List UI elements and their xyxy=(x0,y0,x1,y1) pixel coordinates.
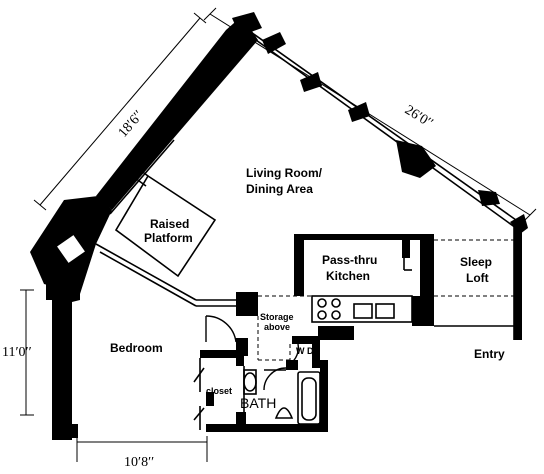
stove-burners xyxy=(317,298,341,320)
bedroom-height-dimension: 11′0′′ xyxy=(2,345,32,360)
door-swings xyxy=(205,315,300,391)
bath-fixtures xyxy=(243,369,321,425)
raised-platform-label-1: Raised xyxy=(150,217,189,231)
left-wall-dimension: 18′6′′ xyxy=(116,108,147,141)
bedroom-width-dimension: 10′8′′ xyxy=(124,455,154,470)
living-room-label-1: Living Room/ xyxy=(246,166,323,180)
dimension-lines xyxy=(20,7,537,462)
closet-label: closet xyxy=(206,386,232,396)
kitchen-label-2: Kitchen xyxy=(326,269,370,283)
sleep-loft-label-1: Sleep xyxy=(460,255,492,269)
sleep-loft-label-2: Loft xyxy=(466,271,489,285)
window-wall-dimension: 26′0′′ xyxy=(402,103,436,132)
storage-label-1: Storage xyxy=(260,312,294,322)
storage-label-2: above xyxy=(264,322,290,332)
dashed-lines xyxy=(257,239,514,361)
living-room-label-2: Dining Area xyxy=(246,182,313,196)
interior-lines xyxy=(59,29,517,430)
room-labels: Living Room/ Dining Area Raised Platform… xyxy=(110,166,505,411)
bath-label: BATH xyxy=(240,395,276,411)
chimney-opening xyxy=(54,232,88,266)
raised-platform-label-2: Platform xyxy=(144,231,193,245)
entry-label: Entry xyxy=(474,347,505,361)
bedroom-label: Bedroom xyxy=(110,341,163,355)
kitchen-label-1: Pass-thru xyxy=(322,253,377,267)
washer-dryer-label: W D xyxy=(296,346,314,356)
walls xyxy=(30,12,528,440)
